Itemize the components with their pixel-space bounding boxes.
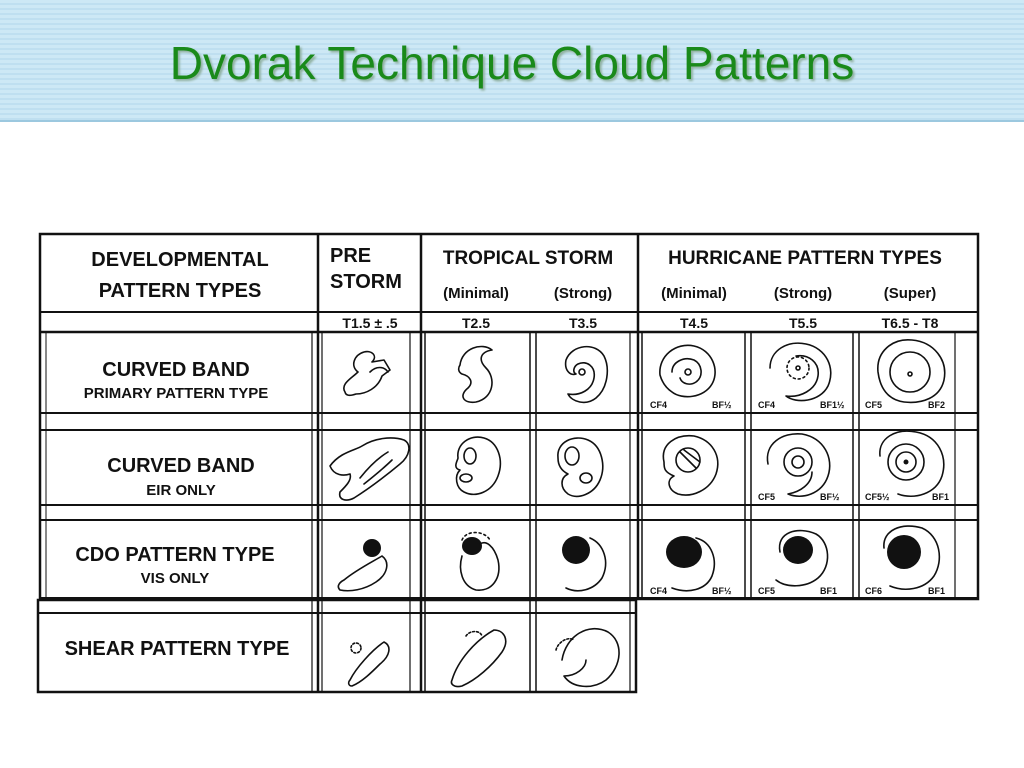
sketch-eir-hu-strong xyxy=(766,433,831,498)
t-number-ts-minimal: T2.5 xyxy=(462,315,490,331)
sketch-eir-hu-super xyxy=(879,430,945,498)
t-number-hu-super: T6.5 - T8 xyxy=(882,315,939,331)
t-number-hu-strong: T5.5 xyxy=(789,315,817,331)
t-number-prestorm: T1.5 ± .5 xyxy=(342,315,397,331)
note-bf-r2-c6: BF1 xyxy=(932,492,949,502)
row-label-curved-band-eir: CURVED BAND xyxy=(107,455,254,477)
header-hu-strong: (Strong) xyxy=(774,285,832,302)
sketch-curved-band-ts-minimal xyxy=(457,345,493,404)
sketch-cdo-ts-strong xyxy=(562,536,607,592)
sketch-shear-prestorm xyxy=(347,641,390,687)
sketch-curved-band-ts-strong xyxy=(564,345,609,404)
header-prestorm-line1: PRE xyxy=(330,245,371,267)
row-label-shear: SHEAR PATTERN TYPE xyxy=(65,638,290,660)
cf-bf-notes: CF4 BF½ CF4 BF1½ CF5 BF2 CF5 BF½ CF5½ BF… xyxy=(650,400,949,596)
row-sublabel-eir: EIR ONLY xyxy=(146,482,215,499)
header-hu-minimal: (Minimal) xyxy=(661,285,727,302)
header-developmental-line1: DEVELOPMENTAL xyxy=(91,249,268,271)
sketch-curved-band-hu-super xyxy=(877,339,946,404)
sketch-cdo-hu-minimal xyxy=(666,536,716,592)
sketch-curved-band-hu-minimal xyxy=(659,344,716,398)
header-ts-strong: (Strong) xyxy=(554,285,612,302)
t-number-hu-minimal: T4.5 xyxy=(680,315,708,331)
t-number-ts-strong: T3.5 xyxy=(569,315,597,331)
header-prestorm-line2: STORM xyxy=(330,271,402,293)
note-bf-r3-c4: BF½ xyxy=(712,586,732,596)
sketch-eir-ts-minimal xyxy=(455,436,502,496)
note-cf-r1-c5: CF4 xyxy=(758,400,775,410)
note-cf-r1-c6: CF5 xyxy=(865,400,882,410)
note-cf-r2-c5: CF5 xyxy=(758,492,775,502)
note-cf-r3-c6: CF6 xyxy=(865,586,882,596)
row-label-cdo: CDO PATTERN TYPE xyxy=(75,544,274,566)
note-bf-r1-c4: BF½ xyxy=(712,400,732,410)
note-bf-r2-c5: BF½ xyxy=(820,492,840,502)
slide-header: Dvorak Technique Cloud Patterns xyxy=(0,0,1024,122)
sketch-shear-ts-strong xyxy=(555,627,620,688)
note-bf-r3-c6: BF1 xyxy=(928,586,945,596)
note-cf-r1-c4: CF4 xyxy=(650,400,667,410)
note-bf-r1-c5: BF1½ xyxy=(820,400,845,410)
sketch-eir-ts-strong xyxy=(557,437,604,498)
note-cf-r2-c6: CF5½ xyxy=(865,492,890,502)
sketch-eir-prestorm xyxy=(329,437,410,501)
note-cf-r3-c4: CF4 xyxy=(650,586,667,596)
shear-row-frame xyxy=(36,598,638,694)
note-bf-r1-c6: BF2 xyxy=(928,400,945,410)
header-hurricane: HURRICANE PATTERN TYPES xyxy=(668,248,942,269)
sketch-cdo-ts-minimal xyxy=(459,531,500,591)
sketch-curved-band-prestorm xyxy=(343,350,391,397)
table-grid xyxy=(36,232,980,694)
header-developmental-line2: PATTERN TYPES xyxy=(99,280,262,302)
row-sublabel-primary: PRIMARY PATTERN TYPE xyxy=(84,385,268,402)
row-label-curved-band: CURVED BAND xyxy=(102,359,249,381)
sketch-curved-band-hu-strong xyxy=(769,342,832,402)
sketch-eir-hu-minimal xyxy=(662,435,719,496)
sketch-cdo-hu-super xyxy=(883,525,941,590)
sketch-shear-ts-minimal xyxy=(450,629,507,688)
header-ts-minimal: (Minimal) xyxy=(443,285,509,302)
header-hu-super: (Super) xyxy=(884,285,937,302)
sketch-cdo-prestorm xyxy=(337,539,388,592)
slide-title: Dvorak Technique Cloud Patterns xyxy=(169,37,855,89)
header-tropical-storm: TROPICAL STORM xyxy=(443,248,613,269)
note-bf-r3-c5: BF1 xyxy=(820,586,837,596)
row-sublabel-vis: VIS ONLY xyxy=(141,570,210,587)
note-cf-r3-c5: CF5 xyxy=(758,586,775,596)
sketch-cdo-hu-strong xyxy=(775,529,829,587)
